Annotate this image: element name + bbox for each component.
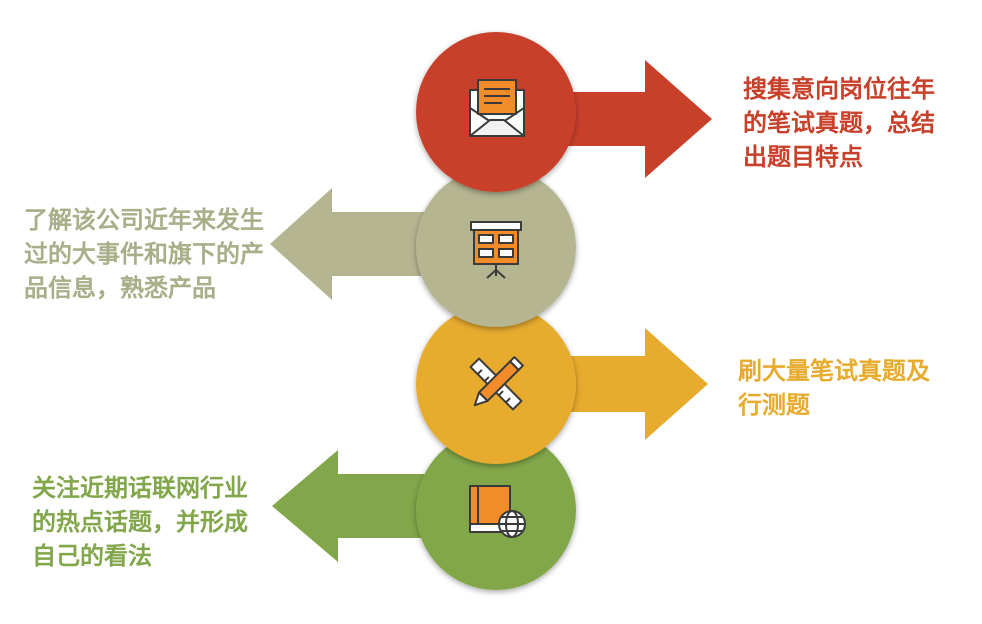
step-4-line: 关注近期话联网行业 bbox=[32, 474, 248, 502]
envelope-letter-icon bbox=[469, 79, 525, 137]
step-2-line: 了解该公司近年来发生 bbox=[24, 206, 264, 234]
step-1-line: 的笔试真题，总结 bbox=[743, 109, 935, 137]
pencil-ruler-icon bbox=[469, 356, 524, 411]
step-4-line: 自己的看法 bbox=[32, 542, 152, 570]
arrow-step-1 bbox=[560, 60, 712, 178]
step-2-line: 过的大事件和旗下的产 bbox=[24, 240, 264, 268]
arrow-step-2 bbox=[270, 188, 432, 300]
step-1-line: 出题目特点 bbox=[743, 143, 863, 171]
book-globe-icon bbox=[469, 485, 526, 538]
arrow-step-4 bbox=[272, 450, 432, 562]
step-3-line: 行测题 bbox=[738, 391, 810, 419]
arrow-step-3 bbox=[560, 328, 708, 440]
step-2-line: 品信息，熟悉产品 bbox=[24, 274, 216, 302]
step-4-description: 关注近期话联网行业 的热点话题，并形成 自己的看法 bbox=[32, 471, 248, 573]
step-1-line: 搜集意向岗位往年 bbox=[743, 75, 935, 103]
step-3-line: 刷大量笔试真题及 bbox=[738, 357, 930, 385]
step-4-line: 的热点话题，并形成 bbox=[32, 508, 248, 536]
step-3-description: 刷大量笔试真题及 行测题 bbox=[738, 354, 930, 422]
step-1-description: 搜集意向岗位往年 的笔试真题，总结 出题目特点 bbox=[743, 72, 935, 174]
step-2-description: 了解该公司近年来发生 过的大事件和旗下的产 品信息，熟悉产品 bbox=[24, 203, 264, 305]
presentation-board-icon bbox=[470, 221, 522, 279]
